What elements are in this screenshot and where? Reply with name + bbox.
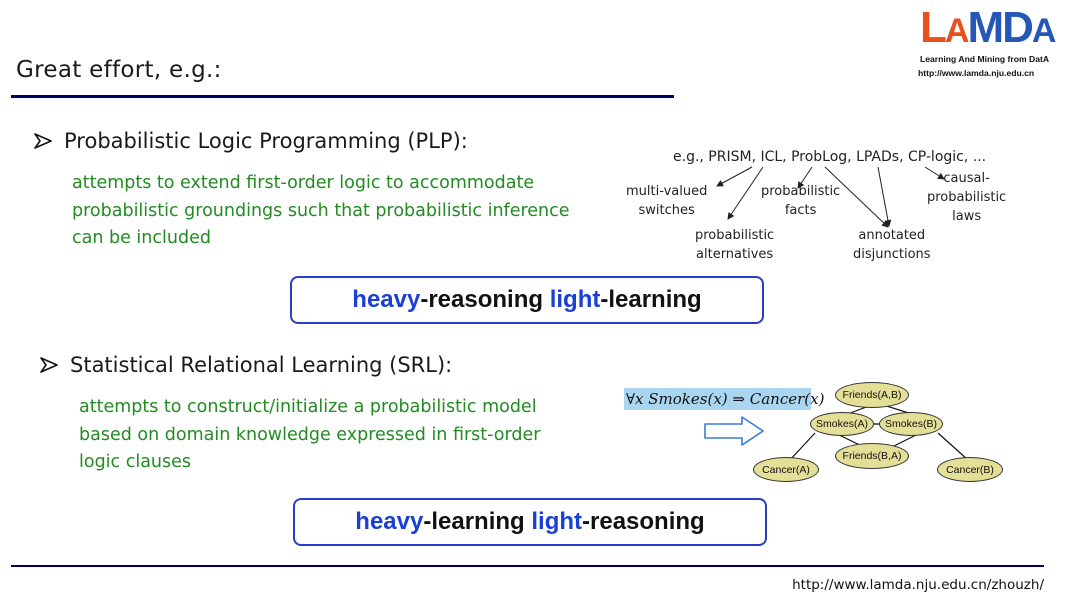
plp-description-line: attempts to extend first-order logic to … (72, 173, 535, 193)
plp-description-line: probabilistic groundings such that proba… (72, 200, 570, 221)
slogan-text: -reasoning (582, 508, 705, 535)
arrow-bullet-icon (40, 357, 58, 373)
slogan-highlight: heavy (355, 508, 424, 535)
logo-wordmark: LAMDA (920, 3, 1056, 52)
slogan-highlight: light (549, 286, 601, 313)
slogan-text: -reasoning (420, 286, 550, 313)
block-arrow-icon (704, 416, 764, 446)
node-smokes-b: Smokes(B) (879, 412, 943, 436)
node-cancer-a: Cancer(A) (753, 457, 819, 482)
slogan-text: -learning (423, 508, 532, 535)
srl-description-line: attempts to construct/initialize a proba… (79, 397, 537, 417)
slogan-highlight: light (531, 508, 583, 535)
srl-bullet: Statistical Relational Learning (SRL): (40, 353, 452, 377)
logic-formula: ∀x Smokes(x) ⇒ Cancer(x) (624, 388, 825, 410)
footer-rule (11, 565, 1044, 567)
arrow-bullet-icon (34, 133, 52, 149)
plp-slogan-box: heavy-reasoning light-learning (290, 276, 764, 324)
slide-title: Great effort, e.g.: (16, 57, 222, 83)
node-friends-a-b: Friends(A,B) (835, 382, 909, 408)
plp-examples-line: e.g., PRISM, ICL, ProbLog, LPADs, CP-log… (673, 149, 987, 165)
node-friends-b-a: Friends(B,A) (835, 443, 909, 469)
srl-slogan-box: heavy-learning light-reasoning (293, 498, 767, 546)
title-underline (11, 95, 674, 98)
srl-description-line: based on domain knowledge expressed in f… (79, 424, 541, 445)
logo-url: http://www.lamda.nju.edu.cn (918, 68, 1035, 78)
lamda-logo: LAMDA Learning And Mining from DatA http… (918, 4, 1064, 80)
slogan-text: -learning (600, 286, 702, 313)
srl-description-line: logic clauses (79, 452, 192, 472)
plp-description: attempts to extend first-order logic to … (72, 170, 570, 253)
srl-description: attempts to construct/initialize a proba… (79, 394, 540, 477)
footer-url: http://www.lamda.nju.edu.cn/zhouzh/ (792, 577, 1044, 593)
node-cancer-b: Cancer(B) (937, 457, 1003, 482)
logo-subtitle: Learning And Mining from DatA (920, 54, 1050, 64)
node-smokes-a: Smokes(A) (810, 412, 874, 436)
plp-heading: Probabilistic Logic Programming (PLP): (64, 129, 468, 153)
plp-description-line: can be included (72, 228, 211, 248)
slogan-highlight: heavy (352, 286, 421, 313)
plp-bullet: Probabilistic Logic Programming (PLP): (34, 129, 468, 153)
plp-diagram-arrows (716, 166, 945, 228)
srl-heading: Statistical Relational Learning (SRL): (70, 353, 453, 377)
